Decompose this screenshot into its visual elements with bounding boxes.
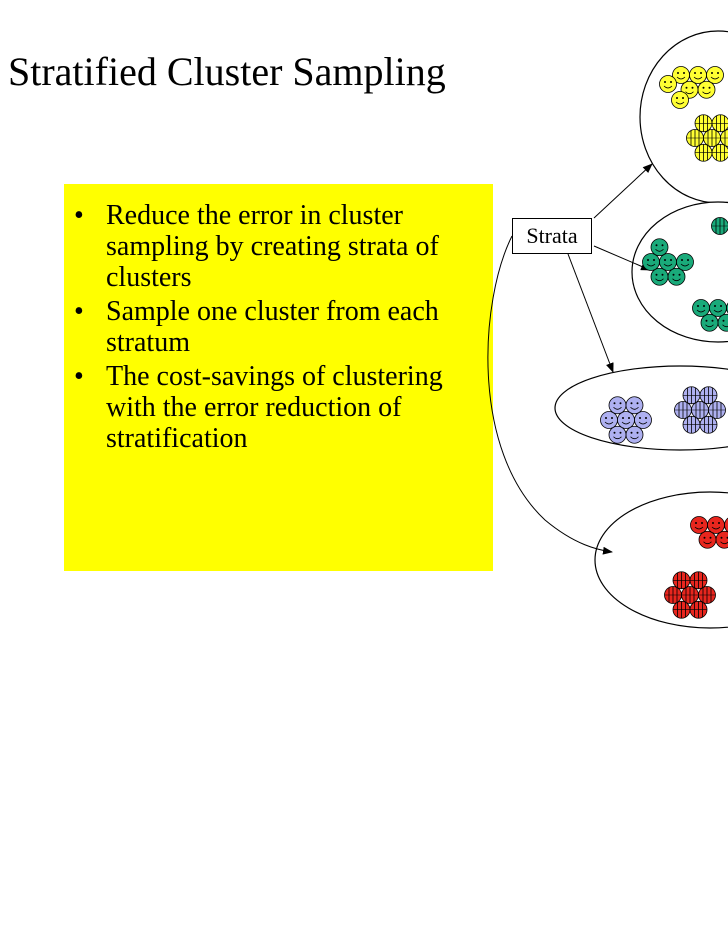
bullet-list: • Reduce the error in cluster sampling b… (74, 200, 483, 454)
smiley-face-icon (650, 238, 669, 257)
slide-title: Stratified Cluster Sampling (8, 49, 446, 94)
smiley-face-icon (672, 600, 691, 619)
smiley-face-icon (667, 267, 686, 286)
smiley-face-icon (617, 411, 635, 429)
smiley-face-icon (708, 401, 726, 419)
smiley-face-icon (682, 415, 701, 434)
arrow-icon (567, 253, 614, 373)
bullet-dot-icon: • (74, 296, 84, 327)
smiley-face-icon (625, 396, 644, 415)
bullet-text: The cost-savings of clustering with the … (106, 361, 443, 454)
smiley-face-icon (711, 217, 728, 235)
smiley-face-icon (691, 401, 709, 419)
smiley-face-icon (672, 66, 690, 84)
arrow-icon (593, 163, 653, 219)
smiley-face-icon (672, 571, 691, 590)
smiley-face-icon (707, 516, 725, 534)
smiley-face-icon (659, 75, 677, 93)
bullet-item: • Sample one cluster from each stratum (74, 296, 483, 358)
arrow-icon (487, 235, 613, 555)
smiley-face-icon (711, 143, 728, 162)
smiley-face-icon (676, 253, 694, 271)
smiley-face-icon (699, 386, 718, 405)
smiley-face-icon (690, 516, 708, 534)
smiley-face-icon (625, 425, 644, 444)
smiley-face-icon (694, 143, 713, 162)
smiley-face-icon (709, 299, 727, 317)
smiley-face-icon (724, 517, 728, 533)
smiley-face-icon (642, 253, 660, 271)
strata-label: Strata (512, 218, 592, 254)
bullet-text: Sample one cluster from each stratum (106, 296, 439, 358)
smiley-face-icon (694, 114, 713, 133)
smiley-face-icon (698, 530, 717, 549)
smiley-face-icon (674, 401, 692, 419)
arrow-icon (593, 245, 651, 271)
smiley-face-icon (671, 91, 689, 109)
smiley-face-icon (700, 313, 719, 332)
smiley-face-icon (608, 396, 627, 415)
smiley-face-icon (689, 66, 707, 84)
bullet-dot-icon: • (74, 200, 84, 231)
smiley-face-icon (706, 66, 724, 84)
smiley-face-icon (659, 253, 677, 271)
smiley-face-icon (608, 425, 627, 444)
smiley-face-icon (681, 586, 699, 604)
smiley-face-icon (600, 411, 618, 429)
smiley-face-icon (689, 600, 708, 619)
smiley-face-icon (664, 586, 682, 604)
stratum-oval-red (594, 491, 728, 629)
smiley-face-icon (692, 299, 710, 317)
smiley-face-icon (720, 129, 728, 147)
smiley-face-icon (686, 129, 704, 147)
smiley-face-icon (698, 586, 716, 604)
smiley-face-icon (699, 415, 718, 434)
bullet-text: Reduce the error in cluster sampling by … (106, 200, 439, 293)
smiley-face-icon (711, 114, 728, 133)
bullet-dot-icon: • (74, 361, 84, 392)
smiley-face-icon (682, 386, 701, 405)
bullet-item: • The cost-savings of clustering with th… (74, 361, 483, 454)
smiley-face-icon (650, 267, 669, 286)
smiley-face-icon (697, 80, 716, 99)
smiley-face-icon (689, 571, 708, 590)
bullet-box: • Reduce the error in cluster sampling b… (64, 184, 493, 571)
smiley-face-icon (634, 411, 652, 429)
smiley-face-icon (703, 129, 721, 147)
bullet-item: • Reduce the error in cluster sampling b… (74, 200, 483, 293)
